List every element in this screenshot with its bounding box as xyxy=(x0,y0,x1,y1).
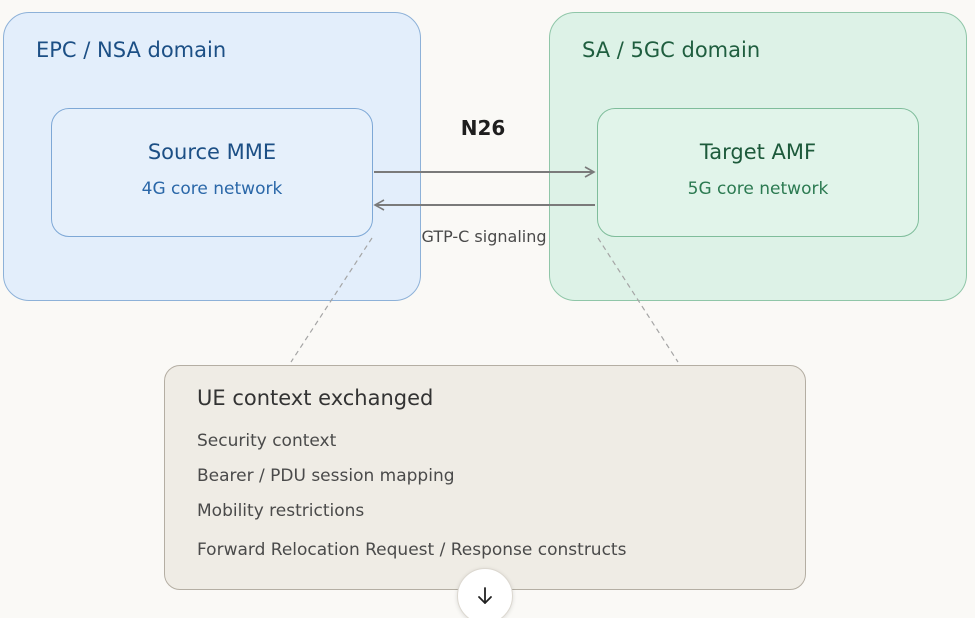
gtp-c-signaling-label: GTP-C signaling xyxy=(421,227,547,246)
arrow-down-icon xyxy=(478,587,492,604)
epc-domain-title: EPC / NSA domain xyxy=(36,38,227,62)
target-amf-title: Target AMF xyxy=(699,140,817,164)
ue-context-title: UE context exchanged xyxy=(197,386,434,410)
context-item-relocation: Forward Relocation Request / Response co… xyxy=(197,540,627,560)
context-item-mobility: Mobility restrictions xyxy=(197,501,365,521)
ue-context-panel: UE context exchanged Security context Be… xyxy=(164,365,806,590)
n26-interface-label: N26 xyxy=(460,116,506,140)
target-amf-node: Target AMF 5G core network xyxy=(597,108,919,237)
scroll-down-button[interactable] xyxy=(457,568,513,618)
target-amf-subtitle: 5G core network xyxy=(687,179,829,199)
context-item-security: Security context xyxy=(197,431,337,451)
source-mme-title: Source MME xyxy=(147,140,277,164)
context-item-bearer-mapping: Bearer / PDU session mapping xyxy=(197,466,455,486)
sa-domain-title: SA / 5GC domain xyxy=(582,38,761,62)
source-mme-subtitle: 4G core network xyxy=(141,179,283,199)
source-mme-node: Source MME 4G core network xyxy=(51,108,373,237)
